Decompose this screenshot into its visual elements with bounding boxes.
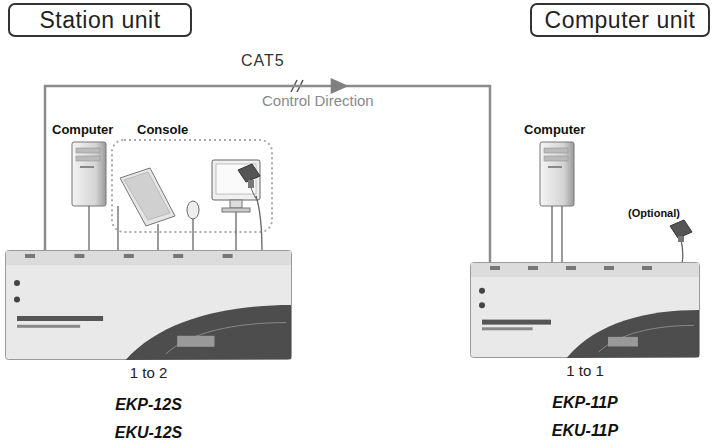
- direction-note: Control Direction: [262, 92, 374, 109]
- mouse: [187, 201, 199, 219]
- cable-label: CAT5: [239, 52, 287, 70]
- power-adapter: [238, 164, 260, 199]
- keyboard: [120, 168, 175, 226]
- optional-note: (Optional): [628, 207, 680, 219]
- monitor: [212, 160, 260, 212]
- model-number: EKP-11P: [470, 389, 700, 417]
- port-ratio: 1 to 2: [5, 364, 292, 381]
- cat5-connector: [45, 78, 490, 262]
- kvm-extender-body: [470, 262, 700, 358]
- model-caption: 1 to 2 EKP-12SEKU-12S: [5, 364, 292, 447]
- kvm-extender: 1 to 1EKP-11PEKU-11P: [470, 262, 700, 358]
- unit-heading-box: Computer unit: [530, 3, 710, 37]
- device-label: Computer: [524, 122, 585, 137]
- cable: [552, 206, 683, 264]
- kvm-extender-body: [5, 250, 292, 360]
- device-label: Console: [137, 122, 188, 137]
- cable: [89, 196, 262, 252]
- unit-heading-box: Station unit: [8, 3, 192, 37]
- computer-tower: [72, 142, 106, 206]
- device-label: Computer: [52, 122, 113, 137]
- model-number: EKU-11P: [470, 417, 700, 445]
- power-adapter: [670, 220, 692, 242]
- unit-heading: Computer unit: [545, 7, 696, 34]
- computer-tower: [540, 142, 574, 206]
- model-number: EKU-12S: [5, 419, 292, 447]
- unit-heading: Station unit: [39, 7, 160, 34]
- kvm-extender: 1 to 2EKP-12SEKU-12S: [5, 250, 292, 360]
- model-caption: 1 to 1 EKP-11PEKU-11P: [470, 362, 700, 445]
- port-ratio: 1 to 1: [470, 362, 700, 379]
- model-number: EKP-12S: [5, 391, 292, 419]
- console-group: [112, 140, 272, 232]
